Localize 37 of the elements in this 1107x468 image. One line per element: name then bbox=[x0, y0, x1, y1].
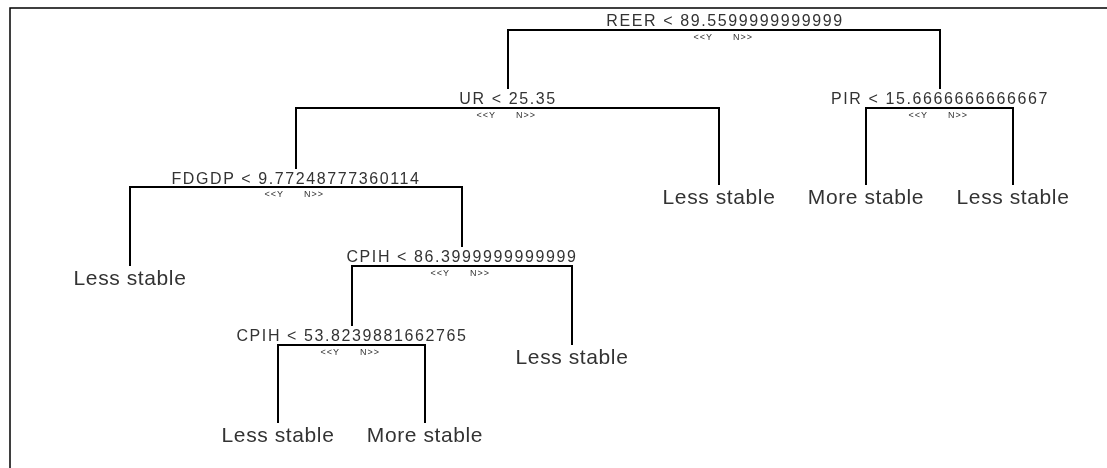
leaf-label: Less stable bbox=[662, 185, 776, 209]
split-condition: FDGDP < 9.77248777360114 bbox=[171, 169, 421, 188]
branch-label: <<Y bbox=[264, 189, 284, 199]
branch-label: <<Y bbox=[693, 32, 713, 42]
tree-branch bbox=[277, 344, 353, 424]
tree-branch bbox=[351, 344, 426, 424]
branch-label: <<Y bbox=[476, 110, 496, 120]
branch-label: N>> bbox=[470, 268, 490, 278]
tree-branch bbox=[351, 265, 463, 327]
leaf-label: More stable bbox=[807, 185, 925, 209]
split-condition: REER < 89.5599999999999 bbox=[606, 11, 844, 30]
branch-label: N>> bbox=[360, 347, 380, 357]
leaf-label: Less stable bbox=[956, 185, 1070, 209]
branch-label: <<Y bbox=[908, 110, 928, 120]
tree-branch bbox=[461, 265, 573, 346]
leaf-label: Less stable bbox=[221, 423, 335, 447]
tree-branch bbox=[295, 107, 509, 170]
tree-branch bbox=[295, 186, 463, 248]
branch-label: N>> bbox=[733, 32, 753, 42]
tree-branch bbox=[507, 107, 720, 186]
tree-branch bbox=[129, 186, 297, 267]
branch-label: N>> bbox=[516, 110, 536, 120]
split-condition: PIR < 15.6666666666667 bbox=[831, 89, 1049, 108]
branch-label: <<Y bbox=[320, 347, 340, 357]
split-condition: UR < 25.35 bbox=[459, 89, 557, 108]
branch-label: <<Y bbox=[430, 268, 450, 278]
tree-branch bbox=[507, 29, 726, 90]
leaf-label: Less stable bbox=[515, 345, 629, 369]
split-condition: CPIH < 86.3999999999999 bbox=[346, 247, 578, 266]
leaf-label: Less stable bbox=[73, 266, 187, 290]
tree-branch bbox=[724, 29, 941, 90]
branch-label: N>> bbox=[304, 189, 324, 199]
tree-branch bbox=[865, 107, 941, 186]
tree-branch bbox=[939, 107, 1014, 186]
split-condition: CPIH < 53.8239881662765 bbox=[236, 326, 468, 345]
branch-label: N>> bbox=[948, 110, 968, 120]
leaf-label: More stable bbox=[366, 423, 484, 447]
